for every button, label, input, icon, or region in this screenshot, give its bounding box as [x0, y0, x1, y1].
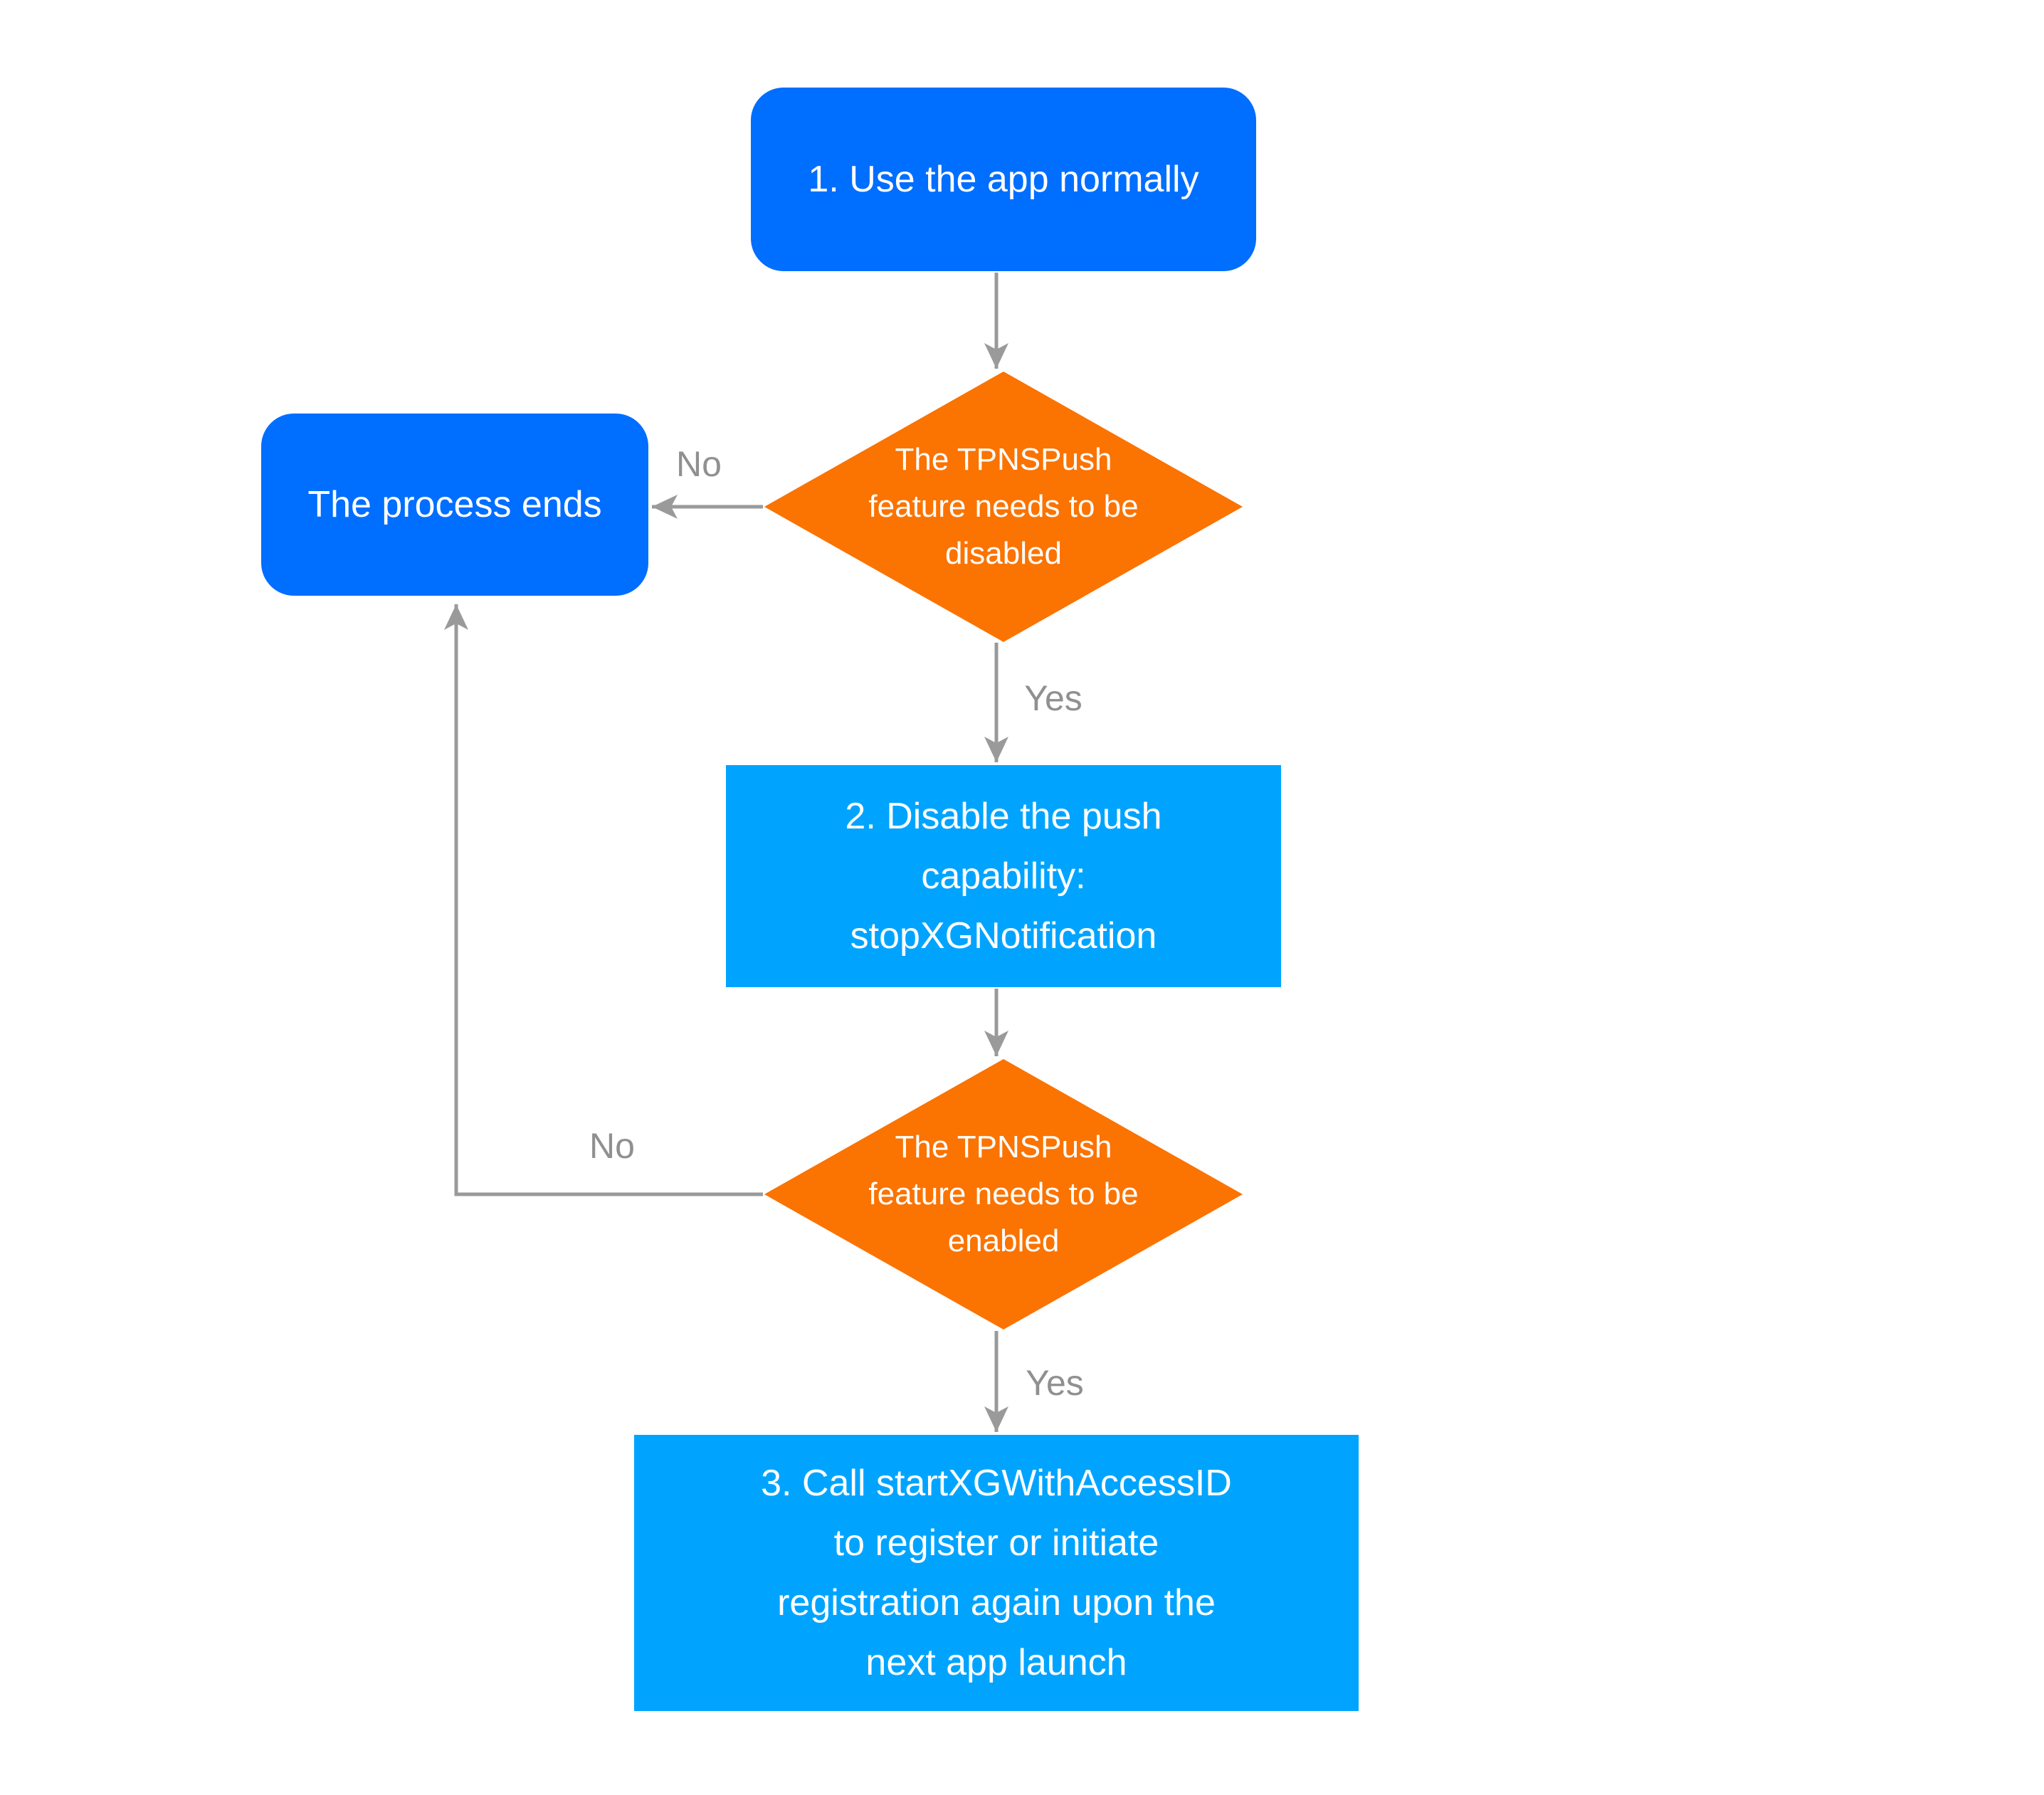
node-step2-label-line1: 2. Disable the push	[845, 796, 1162, 837]
node-step1: 1. Use the app normally	[751, 88, 1256, 271]
edge-label-no-1: No	[676, 444, 722, 484]
arrow-decision2-no-to-process-ends	[444, 604, 763, 1196]
node-step3-label-line3: registration again upon the	[777, 1582, 1216, 1623]
node-decision2-label-line2: feature needs to be	[868, 1177, 1139, 1211]
node-step3-label-line4: next app launch	[865, 1642, 1127, 1683]
node-decision1-label-line1: The TPNSPush	[895, 442, 1112, 477]
node-decision1-label-line3: disabled	[945, 536, 1062, 571]
node-step3: 3. Call startXGWithAccessID to register …	[634, 1435, 1359, 1711]
node-process-ends-label: The process ends	[307, 484, 602, 525]
node-step2: 2. Disable the push capability: stopXGNo…	[726, 765, 1281, 987]
node-step2-label-line3: stopXGNotification	[850, 915, 1157, 957]
node-decision1-label-line2: feature needs to be	[868, 489, 1139, 524]
edge-label-no-2: No	[589, 1126, 635, 1166]
node-decision2-label-line3: enabled	[947, 1223, 1060, 1258]
node-step3-label-line2: to register or initiate	[833, 1522, 1159, 1564]
edge-label-yes-2: Yes	[1026, 1363, 1084, 1403]
node-step1-label: 1. Use the app normally	[808, 159, 1199, 200]
node-step3-label-line1: 3. Call startXGWithAccessID	[761, 1463, 1232, 1504]
node-decision2-label-line1: The TPNSPush	[895, 1130, 1112, 1164]
node-step2-label-line2: capability:	[921, 856, 1086, 897]
node-process-ends: The process ends	[261, 414, 648, 596]
edge-label-yes-1: Yes	[1024, 678, 1082, 718]
